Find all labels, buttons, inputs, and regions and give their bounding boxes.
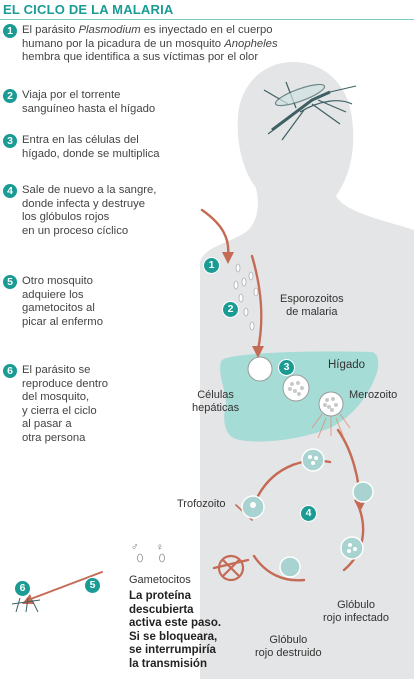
diagram-badge-6: 6 — [14, 580, 31, 597]
liver-cell — [247, 356, 273, 382]
note-line: Si se bloqueara, — [129, 630, 218, 643]
step-text-line: adquiere los — [22, 288, 84, 301]
step-text-part: El parásito — [22, 24, 79, 36]
label-line: rojo infectado — [323, 612, 390, 624]
step-text: Otro mosquito adquiere los gametocitos a… — [22, 275, 103, 329]
note-line: descubierta — [129, 603, 194, 616]
step-number-4: 4 — [3, 184, 17, 198]
label-line: Glóbulo — [337, 599, 375, 611]
step-text-part: es inyectado en el cuerpo — [140, 24, 273, 36]
label-gametocitos: Gametocitos — [129, 574, 191, 586]
step-text-line: en un proceso cíclico — [22, 224, 129, 237]
liver-cell — [318, 391, 344, 417]
step-text-line: Entra en las células del — [22, 134, 139, 146]
step-text-line: Viaja por el torrente — [22, 89, 121, 101]
label-trofozoito: Trofozoito — [177, 498, 226, 510]
step-number-1: 1 — [3, 24, 17, 38]
label-line: Esporozoitos — [280, 293, 344, 305]
arrow-entry — [200, 208, 230, 258]
female-symbol: ♀ — [156, 542, 164, 553]
label-merozoito: Merozoito — [349, 389, 398, 401]
step-text: El parásito Plasmodium es inyectado en e… — [22, 24, 278, 65]
small-mosquito — [11, 597, 41, 613]
step-text-line: hígado, donde se multiplica — [22, 147, 160, 160]
step-text-line: El parásito se — [22, 364, 91, 376]
note-line: La proteína — [129, 590, 191, 602]
step-text-line: otra persona — [22, 431, 86, 444]
step-text-italic: Anopheles — [224, 37, 278, 50]
step-number-3: 3 — [3, 134, 17, 148]
step-text-line: Otro mosquito — [22, 275, 93, 287]
label-line: hepáticas — [192, 402, 240, 414]
step-text-line: Sale de nuevo a la sangre, — [22, 184, 157, 196]
step-number-6: 6 — [3, 364, 17, 378]
cycle-arc-bottom — [252, 554, 306, 582]
label-celulas-hepaticas: Células hepáticas — [192, 389, 239, 415]
note-line: la transmisión — [129, 657, 207, 670]
label-globulo-destruido: Glóbulo rojo destruido — [255, 634, 322, 660]
step-number-2: 2 — [3, 89, 17, 103]
title-divider — [0, 19, 414, 20]
arrow-to-liver — [250, 254, 263, 352]
diagram-badge-1: 1 — [203, 257, 220, 274]
step-text: El parásito se reproduce dentro del mosq… — [22, 364, 108, 446]
label-esporozoitos: Esporozoitos de malaria — [280, 293, 344, 319]
label-line: Glóbulo — [269, 634, 308, 646]
step-text-line: del mosquito, — [22, 391, 90, 404]
blocked-step-icon — [217, 554, 245, 582]
label-line: Células — [197, 389, 234, 401]
step-text-line: donde infecta y destruye — [22, 197, 146, 210]
step-text-italic: Plasmodium — [78, 24, 141, 36]
page-title: EL CICLO DE LA MALARIA — [3, 2, 174, 17]
male-symbol: ♂ — [131, 542, 139, 553]
note-line: se interrumpiría — [129, 644, 216, 656]
step-text-part: humano por la picadura de un mosquito — [22, 37, 225, 50]
step-text-line: gametocitos al — [22, 302, 95, 315]
mosquito-illustration — [263, 81, 357, 141]
note-line: activa este paso. — [129, 617, 222, 629]
liver-cell — [282, 374, 310, 402]
label-proteina-note: La proteína descubierta activa este paso… — [129, 590, 221, 671]
label-line: rojo destruido — [255, 647, 322, 659]
step-number-5: 5 — [3, 275, 17, 289]
sporozoite-trail — [233, 263, 259, 331]
label-higado: Hígado — [328, 359, 366, 371]
step-text-line: al pasar a — [22, 418, 72, 431]
step-text-line: reproduce dentro — [22, 377, 109, 390]
step-text-part: hembra que identifica a sus víctimas por… — [22, 51, 259, 64]
blood-cells — [241, 448, 374, 578]
diagram-badge-5: 5 — [84, 577, 101, 594]
label-globulo-infectado: Glóbulo rojo infectado — [323, 599, 389, 625]
merozoite-burst — [311, 413, 351, 439]
step-text: Sale de nuevo a la sangre, donde infecta… — [22, 184, 156, 238]
step-text-line: y cierra el ciclo — [22, 404, 97, 417]
step-text-line: picar al enfermo — [22, 315, 103, 328]
step-text: Viaja por el torrente sanguíneo hasta el… — [22, 89, 155, 116]
step-text-line: los glóbulos rojos — [22, 211, 110, 224]
label-line: de malaria — [286, 306, 338, 318]
diagram-badge-4: 4 — [300, 505, 317, 522]
step-text: Entra en las células del hígado, donde s… — [22, 134, 160, 161]
diagram-badge-3: 3 — [278, 359, 295, 376]
arrow-to-mosquito — [27, 571, 103, 601]
step-text-line: sanguíneo hasta el hígado — [22, 102, 156, 115]
diagram-badge-2: 2 — [222, 301, 239, 318]
